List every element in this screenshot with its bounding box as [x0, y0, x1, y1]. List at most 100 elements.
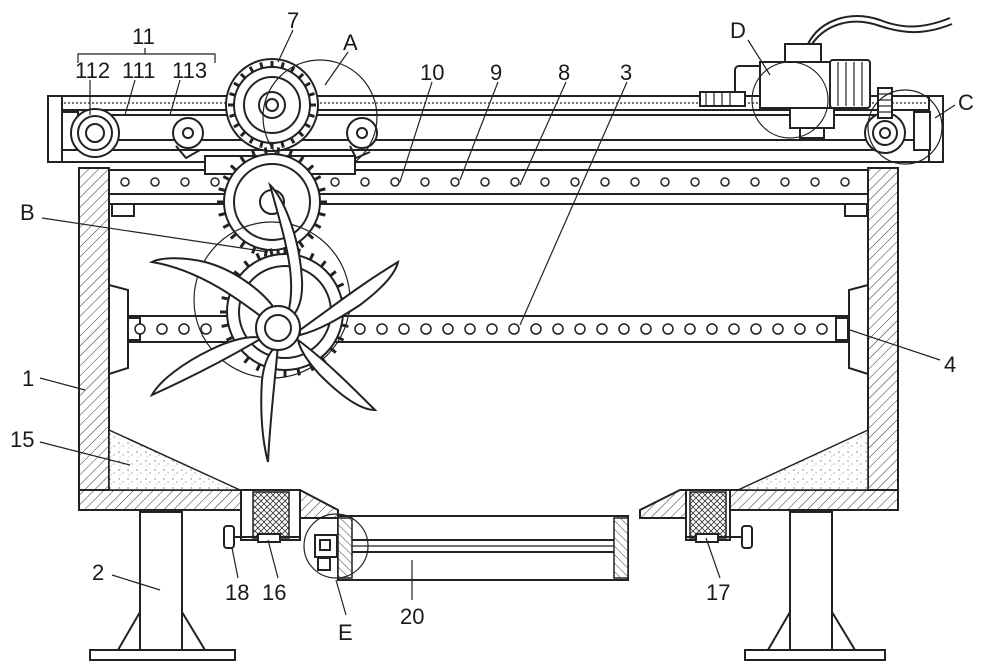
gear-tooth	[280, 141, 285, 148]
right-leg	[744, 511, 886, 661]
pipe-hole	[376, 323, 388, 335]
gear-tooth	[229, 232, 238, 240]
gear-tooth	[296, 368, 301, 376]
nozzle	[690, 177, 700, 187]
gear-tooth	[308, 252, 315, 261]
gear-tooth	[243, 356, 251, 364]
pipe-holes	[134, 323, 828, 335]
gear-tooth	[287, 150, 293, 158]
pipe-hole	[354, 323, 366, 335]
pipe-hole	[552, 323, 564, 335]
leader-lines	[39, 29, 956, 616]
gear-tooth	[263, 249, 268, 257]
pipe-hole	[750, 323, 762, 335]
gear-tooth	[222, 175, 231, 182]
stirring-blades	[148, 181, 400, 463]
label-112: 112	[75, 58, 110, 83]
gear-tooth	[308, 113, 315, 118]
gear-tooth	[221, 323, 229, 328]
pipe-hole	[684, 323, 696, 335]
label-A: A	[343, 30, 358, 55]
gear-tooth	[289, 66, 296, 73]
gear-tooth	[297, 130, 305, 138]
gear-tooth	[313, 175, 322, 182]
gear-tooth	[319, 260, 327, 268]
pipe-hole	[574, 323, 586, 335]
gear-top	[225, 58, 378, 175]
label-113: 113	[172, 58, 207, 83]
gear-tooth	[229, 164, 238, 172]
label-17: 17	[706, 580, 730, 605]
pipe-hole	[464, 323, 476, 335]
label-18: 18	[225, 580, 249, 605]
label-D: D	[730, 18, 746, 43]
label-111: 111	[122, 58, 155, 83]
pipe-hole	[728, 323, 740, 335]
pipe-hole	[200, 323, 212, 335]
nozzle	[660, 177, 670, 187]
nozzle	[810, 177, 820, 187]
gear-tooth	[318, 212, 326, 217]
nozzle	[150, 177, 160, 187]
pipe-hole	[178, 323, 190, 335]
label-10: 10	[420, 60, 444, 85]
nozzle	[510, 177, 520, 187]
pipe-hole	[442, 323, 454, 335]
nozzle	[720, 177, 730, 187]
gear-tooth	[225, 335, 234, 342]
gear-tooth	[259, 62, 264, 69]
gear-tooth	[263, 147, 268, 155]
gear-tooth	[248, 66, 255, 73]
label-2: 2	[92, 560, 104, 585]
gear-tooth	[229, 92, 236, 97]
filter-block-left	[240, 489, 301, 541]
motor	[699, 15, 953, 139]
left-sprocket	[70, 108, 120, 158]
pipe-hole	[420, 323, 432, 335]
nozzle	[360, 177, 370, 187]
filter-block-right	[685, 489, 731, 541]
outlet-box	[303, 513, 629, 581]
nozzle	[540, 177, 550, 187]
nozzle	[480, 177, 490, 187]
nozzle	[840, 177, 850, 187]
gear-tooth	[233, 122, 240, 129]
left-leg	[89, 511, 236, 661]
sand-filler	[108, 428, 241, 491]
label-20: 20	[400, 604, 424, 629]
nozzle	[120, 177, 130, 187]
gear-tooth	[218, 187, 226, 192]
nozzle	[330, 177, 340, 187]
gear-tooth	[329, 270, 337, 278]
nozzle	[390, 177, 400, 187]
pipe-hole	[596, 323, 608, 335]
gear-tooth	[298, 155, 305, 164]
pipe-hole	[398, 323, 410, 335]
gear-tooth	[233, 81, 240, 88]
gear-tooth	[255, 252, 262, 261]
gear-tooth	[218, 212, 226, 217]
pipe-hole	[640, 323, 652, 335]
label-7: 7	[287, 8, 299, 33]
gear-tooth	[318, 187, 326, 192]
gear-tooth	[239, 240, 246, 249]
gear-tooth	[329, 346, 337, 354]
gear-tooth	[243, 260, 251, 268]
label-1: 1	[22, 366, 34, 391]
gear-tooth	[251, 150, 257, 158]
label-B: B	[20, 200, 35, 225]
sand-filler-right	[737, 428, 869, 491]
nozzle	[210, 177, 220, 187]
pipe-hole	[530, 323, 542, 335]
gear-tooth	[229, 113, 236, 118]
nozzle	[750, 177, 760, 187]
label-9: 9	[490, 60, 502, 85]
spray-pipe	[108, 169, 869, 217]
pipe-hole	[156, 323, 168, 335]
label-4: 4	[944, 352, 956, 377]
gear-tooth	[255, 363, 262, 372]
label-11: 11	[132, 24, 155, 49]
gear-tooth	[297, 72, 305, 80]
gear-tooth	[222, 222, 231, 229]
pipe-hole	[618, 323, 630, 335]
